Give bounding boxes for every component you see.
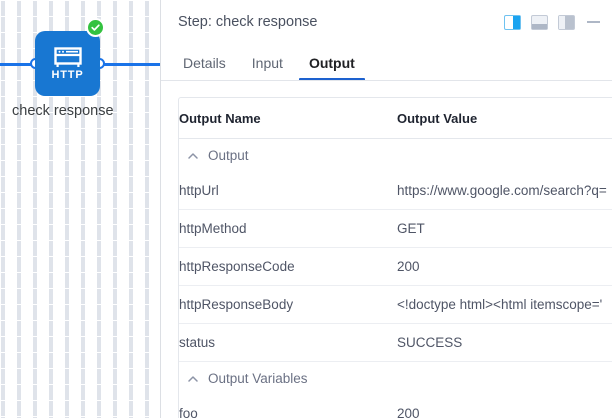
row-name: httpResponseCode <box>179 247 397 286</box>
row-value: https://www.google.com/search?q= <box>397 172 612 210</box>
group-cell: Output Variables <box>179 362 612 396</box>
row-name: status <box>179 323 397 362</box>
table-row: status SUCCESS <box>179 323 612 362</box>
row-name: httpMethod <box>179 209 397 248</box>
table-row: httpUrl https://www.google.com/search?q= <box>179 172 612 210</box>
workflow-canvas[interactable]: HTTP check response <box>0 0 161 418</box>
tab-input[interactable]: Input <box>239 44 296 81</box>
check-circle-icon <box>86 18 105 37</box>
group-label: Output <box>208 148 249 163</box>
tab-details[interactable]: Details <box>178 44 239 81</box>
layout-right-panel-icon[interactable] <box>504 14 521 30</box>
table-group-row[interactable]: Output Variables <box>179 362 612 396</box>
table-row: httpResponseBody <!doctype html><html it… <box>179 285 612 324</box>
panel-body: Output Name Output Value <box>161 81 612 418</box>
output-table: Output Name Output Value <box>179 98 612 418</box>
tab-output[interactable]: Output <box>296 44 368 81</box>
layout-bottom-panel-icon[interactable] <box>531 14 548 30</box>
table-row: httpResponseCode 200 <box>179 247 612 286</box>
edge-outgoing <box>98 63 161 66</box>
table-header-row: Output Name Output Value <box>179 98 612 139</box>
column-header-output-value: Output Value <box>397 98 612 139</box>
tabs-underline <box>161 80 612 81</box>
panel-tabs: Details Input Output <box>161 44 612 81</box>
row-name: httpUrl <box>179 172 397 210</box>
http-browser-icon <box>53 46 83 68</box>
panel-title: Step: check response <box>178 14 318 30</box>
table-row: foo 200 <box>179 395 612 418</box>
table-group-row[interactable]: Output <box>179 139 612 173</box>
row-value: <!doctype html><html itemscope=' <box>397 285 612 324</box>
edge-incoming <box>0 63 46 66</box>
row-value: 200 <box>397 247 612 286</box>
row-value: GET <box>397 209 612 248</box>
column-header-output-name: Output Name <box>179 98 397 139</box>
workflow-node-check-response[interactable]: HTTP <box>35 31 100 96</box>
row-value: 200 <box>397 395 612 418</box>
panel-header: Step: check response <box>161 0 612 44</box>
layout-left-panel-icon[interactable] <box>558 14 575 30</box>
panel-header-actions <box>504 14 600 30</box>
canvas-panel-divider <box>160 0 161 418</box>
minimize-icon[interactable] <box>587 21 600 23</box>
table-row: httpMethod GET <box>179 209 612 248</box>
node-label: check response <box>12 103 114 119</box>
step-details-panel: Step: check response Details Input Outpu… <box>161 0 612 418</box>
node-content: HTTP <box>35 31 100 96</box>
group-cell: Output <box>179 139 612 173</box>
chevron-up-icon[interactable] <box>187 150 199 162</box>
chevron-up-icon[interactable] <box>187 373 199 385</box>
row-name: foo <box>179 395 397 418</box>
group-label: Output Variables <box>208 371 308 386</box>
node-icon-label: HTTP <box>51 68 84 81</box>
row-value: SUCCESS <box>397 323 612 362</box>
row-name: httpResponseBody <box>179 285 397 324</box>
output-table-card: Output Name Output Value <box>178 97 612 418</box>
